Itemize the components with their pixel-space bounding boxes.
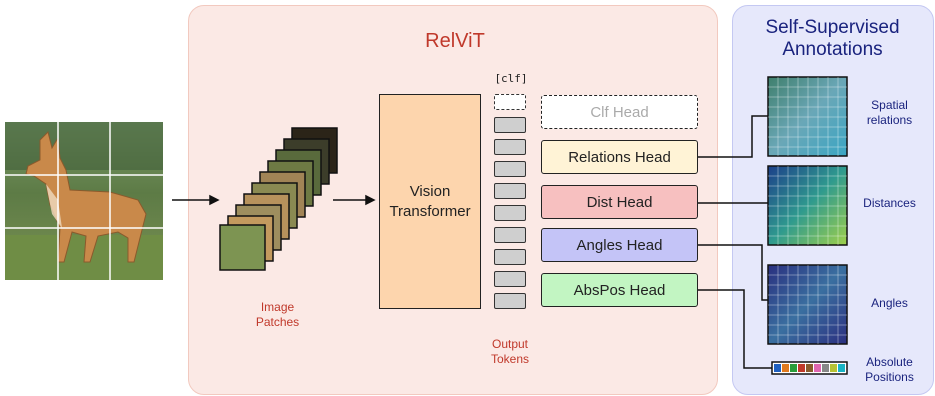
input-dog-image bbox=[5, 122, 163, 280]
output-tokens-label: Output Tokens bbox=[478, 337, 542, 367]
output-token bbox=[494, 293, 526, 309]
output-token bbox=[494, 117, 526, 133]
distances-label: Distances bbox=[863, 196, 916, 210]
dist-head-label: Dist Head bbox=[586, 193, 653, 211]
image-patches-label-line2: Patches bbox=[255, 315, 300, 329]
output-token bbox=[494, 205, 526, 221]
absolute-positions-strip bbox=[771, 361, 848, 375]
relations-head: Relations Head bbox=[541, 140, 698, 174]
clf-token-label: [clf] bbox=[494, 72, 528, 85]
output-token bbox=[494, 139, 526, 155]
absolute-positions-label-line2: Positions bbox=[865, 370, 914, 384]
image-patches-label-line1: Image bbox=[260, 300, 295, 314]
spatial-relations-label: Spatial relations bbox=[852, 98, 927, 128]
annotations-title-line1: Self-Supervised bbox=[765, 17, 900, 38]
relvit-title: RelViT bbox=[425, 30, 485, 52]
clf-head-label: Clf Head bbox=[590, 103, 649, 121]
spatial-relations-label-line1: Spatial bbox=[871, 98, 908, 112]
grid-cell-lines bbox=[768, 77, 847, 344]
vision-transformer-line2: Transformer bbox=[389, 202, 471, 220]
output-token bbox=[494, 183, 526, 199]
output-token bbox=[494, 227, 526, 243]
output-token bbox=[494, 271, 526, 287]
output-token bbox=[494, 249, 526, 265]
annotations-title-line2: Annotations bbox=[782, 39, 883, 60]
spatial-relations-grid bbox=[767, 76, 848, 157]
relations-head-label: Relations Head bbox=[568, 148, 671, 166]
clf-head: Clf Head bbox=[541, 95, 698, 129]
abspos-head: AbsPos Head bbox=[541, 273, 698, 307]
image-patches-stack bbox=[219, 127, 338, 271]
vision-transformer-block: Vision Transformer bbox=[379, 94, 481, 309]
dist-head: Dist Head bbox=[541, 185, 698, 219]
output-token bbox=[494, 161, 526, 177]
absolute-positions-label-line1: Absolute bbox=[866, 355, 913, 369]
angles-head: Angles Head bbox=[541, 228, 698, 262]
distances-grid bbox=[767, 165, 848, 246]
abspos-head-label: AbsPos Head bbox=[573, 281, 666, 299]
connector-lines bbox=[698, 115, 772, 369]
clf-token bbox=[494, 94, 526, 110]
angles-head-label: Angles Head bbox=[576, 236, 663, 254]
output-tokens-label-line2: Tokens bbox=[490, 352, 530, 366]
angles-label: Angles bbox=[871, 296, 908, 310]
annotations-title: Self-Supervised Annotations bbox=[735, 17, 930, 61]
output-tokens-label-line1: Output bbox=[491, 337, 529, 351]
absolute-positions-label: Absolute Positions bbox=[852, 355, 927, 385]
angles-grid bbox=[767, 264, 848, 345]
image-patches-label: Image Patches bbox=[245, 300, 310, 330]
vision-transformer-line1: Vision bbox=[409, 182, 451, 200]
spatial-relations-label-line2: relations bbox=[866, 113, 913, 127]
